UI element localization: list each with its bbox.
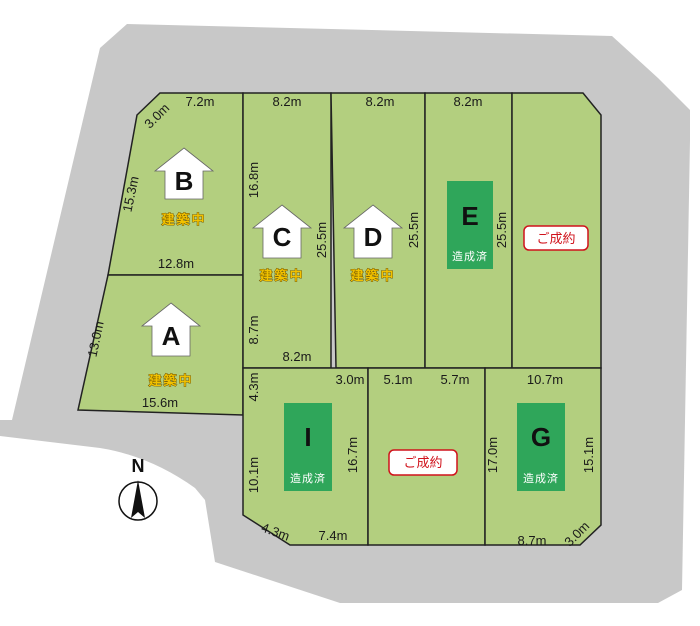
- lot-a-status: 建築中: [148, 373, 193, 389]
- lot-h-dim-top-left: 5.1m: [384, 372, 413, 387]
- house-icon: [342, 204, 404, 259]
- lot-b-dim-top: 7.2m: [186, 94, 215, 109]
- lot-g-letter: G: [531, 422, 551, 452]
- lot-i-dim-right: 16.7m: [345, 437, 360, 473]
- lot-d-status: 建築中: [350, 268, 395, 284]
- lot-a-dim-left: 13.0m: [85, 320, 107, 358]
- lot-e-dim-top: 8.2m: [454, 94, 483, 109]
- lot-e-status: 造成済: [452, 249, 488, 263]
- lot-i-letter: I: [304, 422, 311, 452]
- lot-i-status: 造成済: [290, 471, 326, 485]
- lot-g-dim-top: 10.7m: [527, 372, 563, 387]
- developed-marker: [284, 403, 332, 491]
- compass-n-label: N: [132, 456, 145, 476]
- lot-c-dim-right: 25.5m: [314, 222, 329, 258]
- house-icon: [153, 147, 215, 200]
- lot-i-dim-left-upper: 4.3m: [246, 373, 261, 402]
- lot-h-dim-top-right: 5.7m: [441, 372, 470, 387]
- compass-needle-icon: [131, 480, 145, 518]
- lot-c-letter: C: [273, 222, 292, 252]
- lot-i-dim-top: 3.0m: [336, 372, 365, 387]
- lot-c-dim-top: 8.2m: [273, 94, 302, 109]
- developed-marker: [517, 403, 565, 491]
- lot-b-status: 建築中: [161, 212, 206, 228]
- north-compass: N: [118, 456, 158, 521]
- lot-b-dim-left: 15.3m: [120, 175, 142, 213]
- lot-c-dim-left-lower: 8.7m: [246, 316, 261, 345]
- lot-e-letter: E: [461, 201, 478, 231]
- lot-g-dim-left: 17.0m: [485, 437, 500, 473]
- developed-marker: [447, 181, 493, 269]
- sold-badge: [388, 449, 458, 476]
- lot-f-status: ご成約: [536, 231, 575, 247]
- sold-badge: [523, 225, 589, 251]
- lot-b-dim-bottom: 12.8m: [158, 256, 194, 271]
- lot-g-dim-right: 15.1m: [581, 437, 596, 473]
- lot-b-letter: B: [175, 166, 194, 196]
- lot-c-dim-bottom: 8.2m: [283, 349, 312, 364]
- lot-e-dim-right: 25.5m: [494, 212, 509, 248]
- house-icon: [140, 302, 202, 357]
- lot-d-dim-right: 25.5m: [406, 212, 421, 248]
- lot-h-status: ご成約: [403, 455, 442, 471]
- lot-d-dim-top: 8.2m: [366, 94, 395, 109]
- lot-c-status: 建築中: [259, 268, 304, 284]
- lot-i-dim-bottom: 7.4m: [319, 528, 348, 543]
- lot-i-dim-left-lower: 10.1m: [246, 457, 261, 493]
- lot-a-dim-bottom: 15.6m: [142, 395, 178, 410]
- lot-d-letter: D: [364, 222, 383, 252]
- lot-c-dim-left-upper: 16.8m: [246, 162, 261, 198]
- house-icon: [251, 204, 313, 259]
- lot-a-letter: A: [162, 321, 181, 351]
- lot-g-status: 造成済: [523, 471, 559, 485]
- lot-g-dim-bottom: 8.7m: [518, 533, 547, 548]
